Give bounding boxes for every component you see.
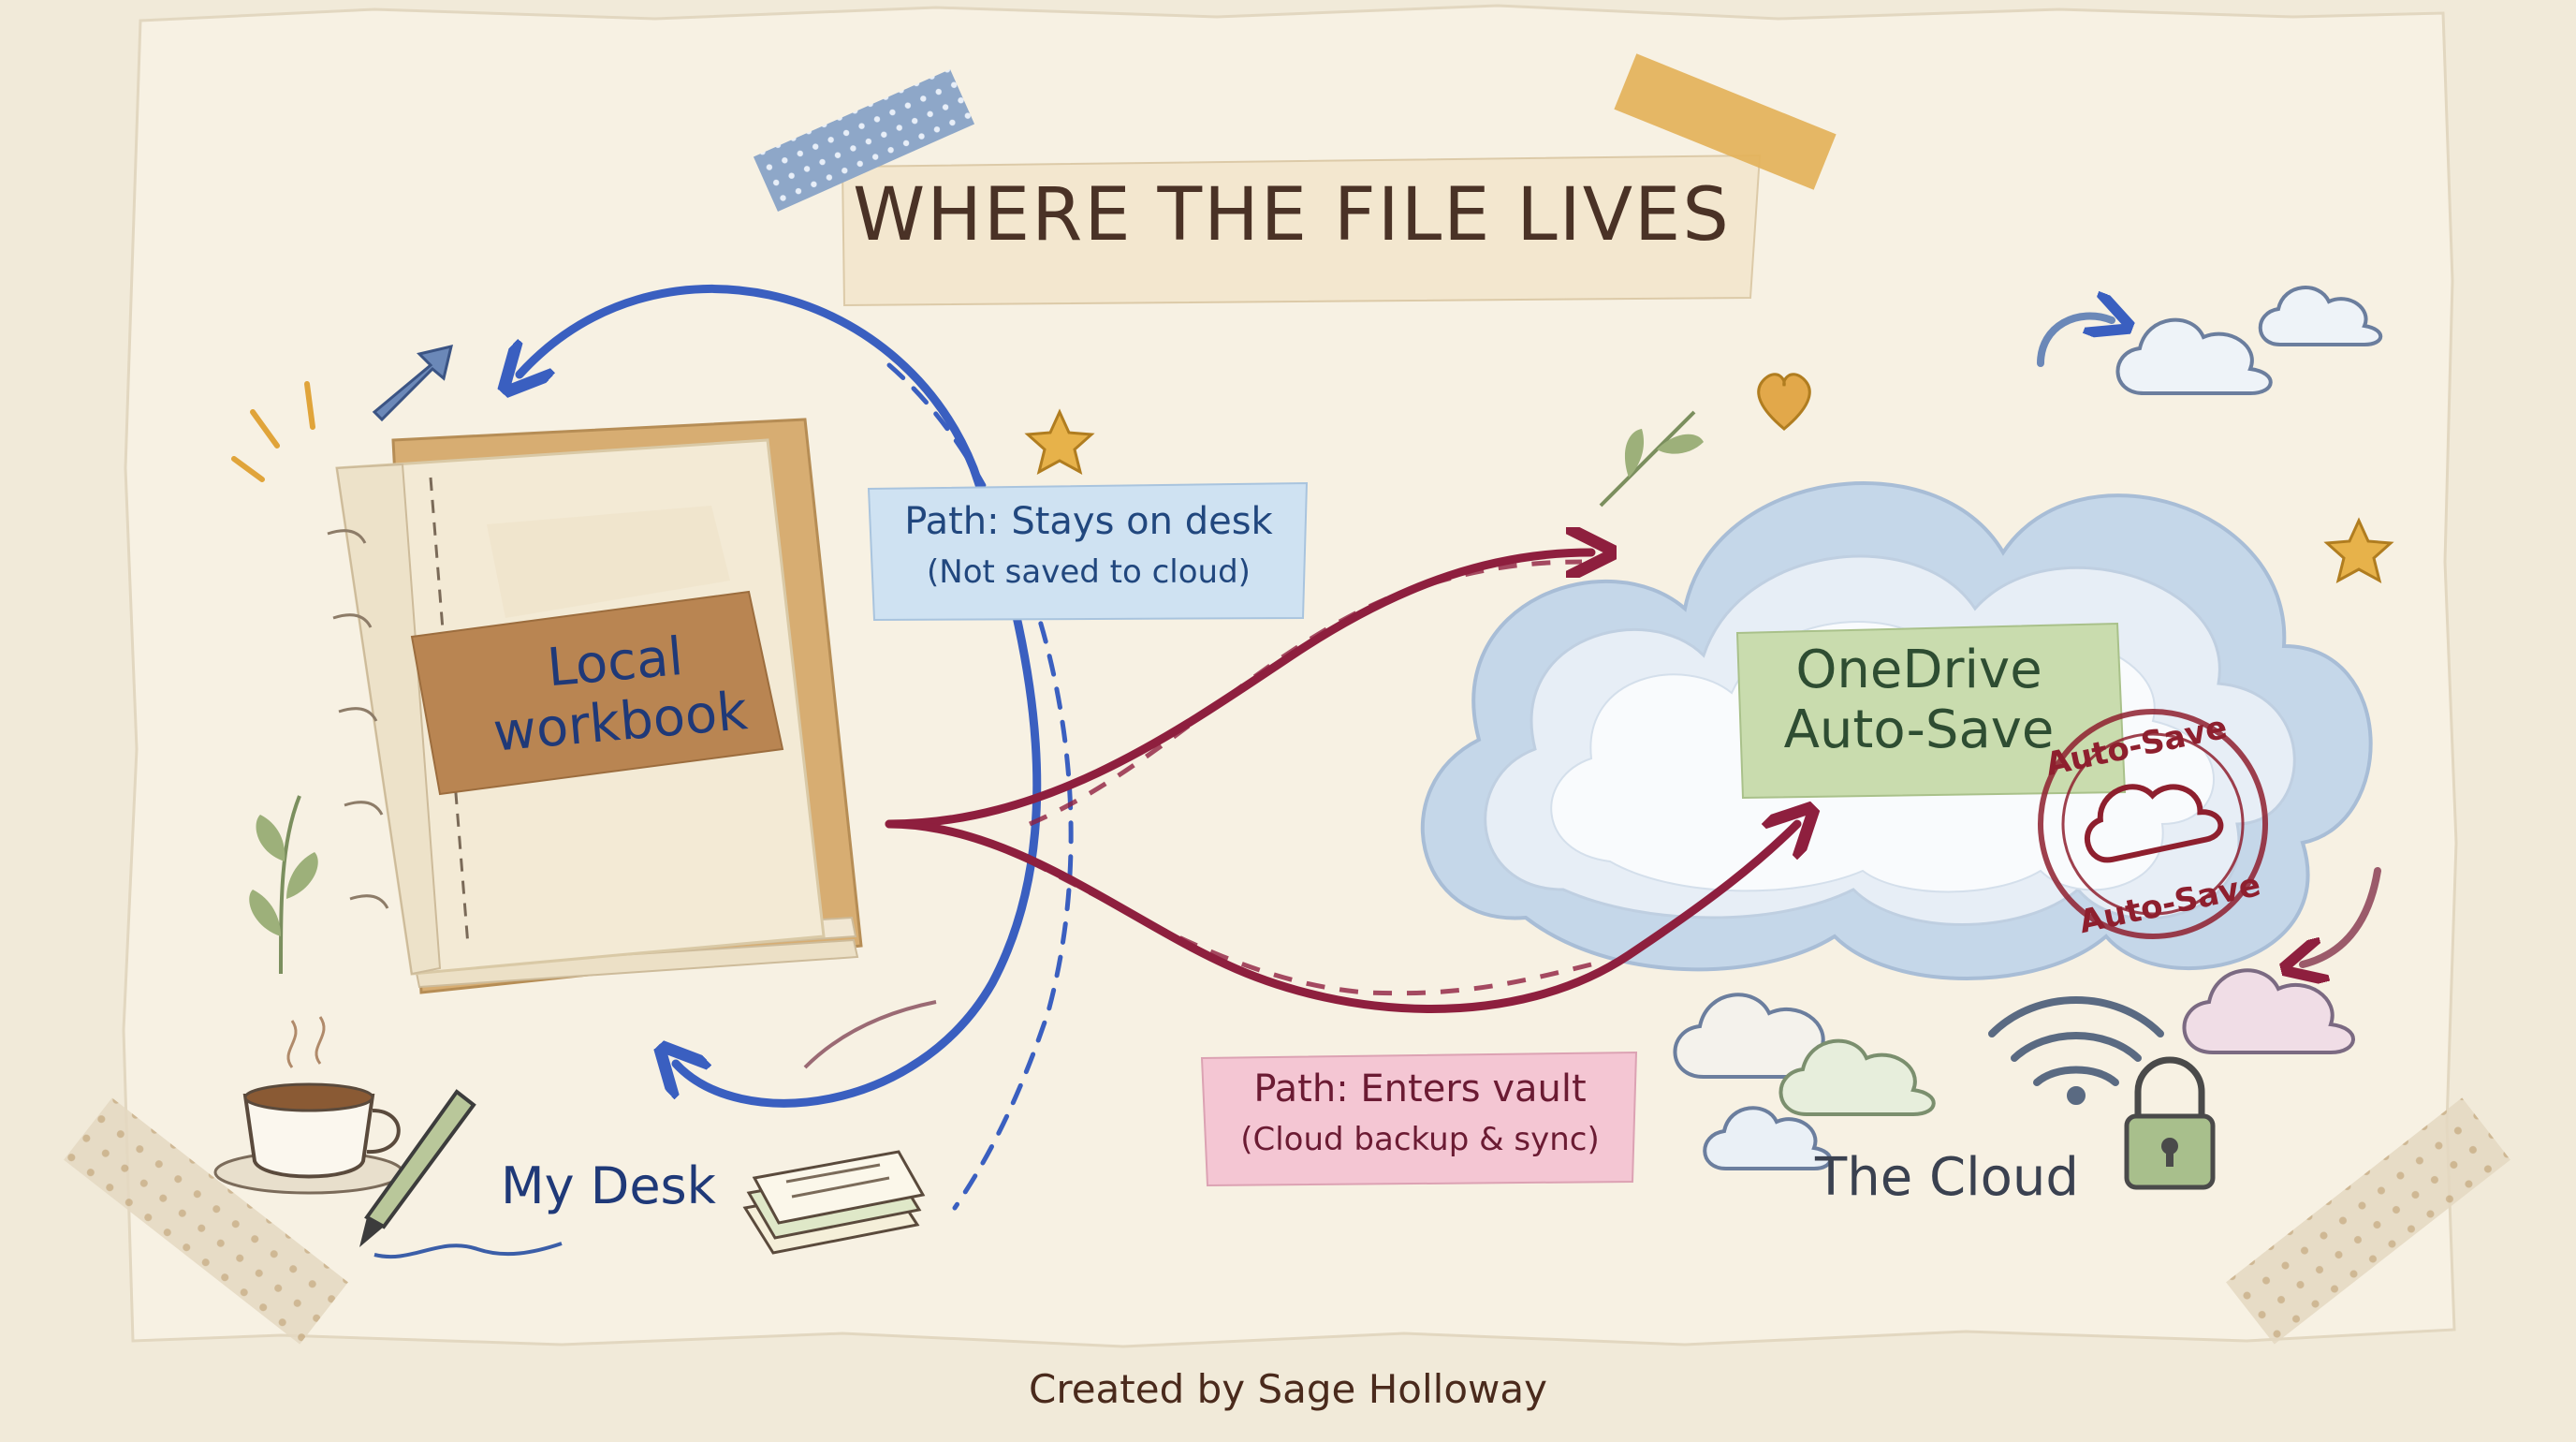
the-cloud-label: The Cloud — [1815, 1147, 2079, 1208]
arrow-doodle-icon — [372, 344, 454, 422]
path-desk-title: Path: Stays on desk — [904, 500, 1273, 543]
cloud-icon — [2084, 784, 2224, 863]
stays-on-desk-dashed-path — [886, 362, 1074, 1211]
onedrive-tag — [1735, 622, 2127, 800]
star-icon — [2323, 517, 2394, 583]
cloud-icon — [1703, 1106, 1833, 1170]
heart-icon — [1757, 373, 1811, 431]
path-vault-subtitle: (Cloud backup & sync) — [1240, 1121, 1600, 1158]
leaf-icon — [249, 815, 318, 936]
curved-arrow-icon — [2303, 867, 2381, 964]
curved-arrow-icon — [2037, 316, 2112, 367]
enters-vault-dashed-upper — [1029, 559, 1583, 827]
path-desk-subtitle: (Not saved to cloud) — [927, 553, 1251, 591]
path-vault-title: Path: Enters vault — [1253, 1067, 1587, 1111]
onedrive-label-line1: OneDrive — [1795, 640, 2042, 700]
cloud-icon — [2115, 317, 2273, 395]
sparkle-icon — [231, 381, 315, 482]
enters-vault-arrow-upper — [885, 552, 1591, 829]
washi-tape-icon — [64, 1097, 348, 1345]
wifi-icon — [1988, 996, 2164, 1105]
my-desk-label: My Desk — [501, 1156, 716, 1215]
star-icon — [1024, 408, 1095, 475]
enters-vault-dashed-lower — [1028, 859, 1592, 996]
washi-tape-icon — [1614, 53, 1837, 190]
enters-vault-arrow-lower — [885, 824, 1797, 1013]
credit-line: Created by Sage Holloway — [1029, 1366, 1547, 1412]
pen-icon — [359, 1089, 563, 1259]
page-title: WHERE THE FILE LIVES — [853, 173, 1731, 258]
path-vault-tag — [1200, 1051, 1638, 1187]
leaf-icon — [1624, 429, 1704, 478]
paper-stack-icon — [742, 1150, 926, 1255]
cloud-icon — [1778, 1038, 1936, 1116]
path-desk-tag — [867, 481, 1309, 622]
leaf-icon — [803, 1000, 937, 1069]
onedrive-label: OneDrive Auto-Save — [1741, 640, 2097, 761]
title-strip — [841, 154, 1762, 307]
stays-on-desk-arrow — [520, 285, 1042, 1108]
washi-tape-icon — [2226, 1097, 2510, 1345]
cloud-icon — [2258, 286, 2383, 346]
cloud-icon — [2182, 968, 2355, 1054]
padlock-icon — [2124, 1056, 2216, 1190]
onedrive-label-line2: Auto-Save — [1783, 699, 2055, 761]
coffee-cup-icon — [213, 1016, 404, 1195]
washi-tape-icon — [753, 68, 975, 213]
leaf-icon — [1599, 410, 1696, 508]
leaf-icon — [279, 795, 301, 975]
